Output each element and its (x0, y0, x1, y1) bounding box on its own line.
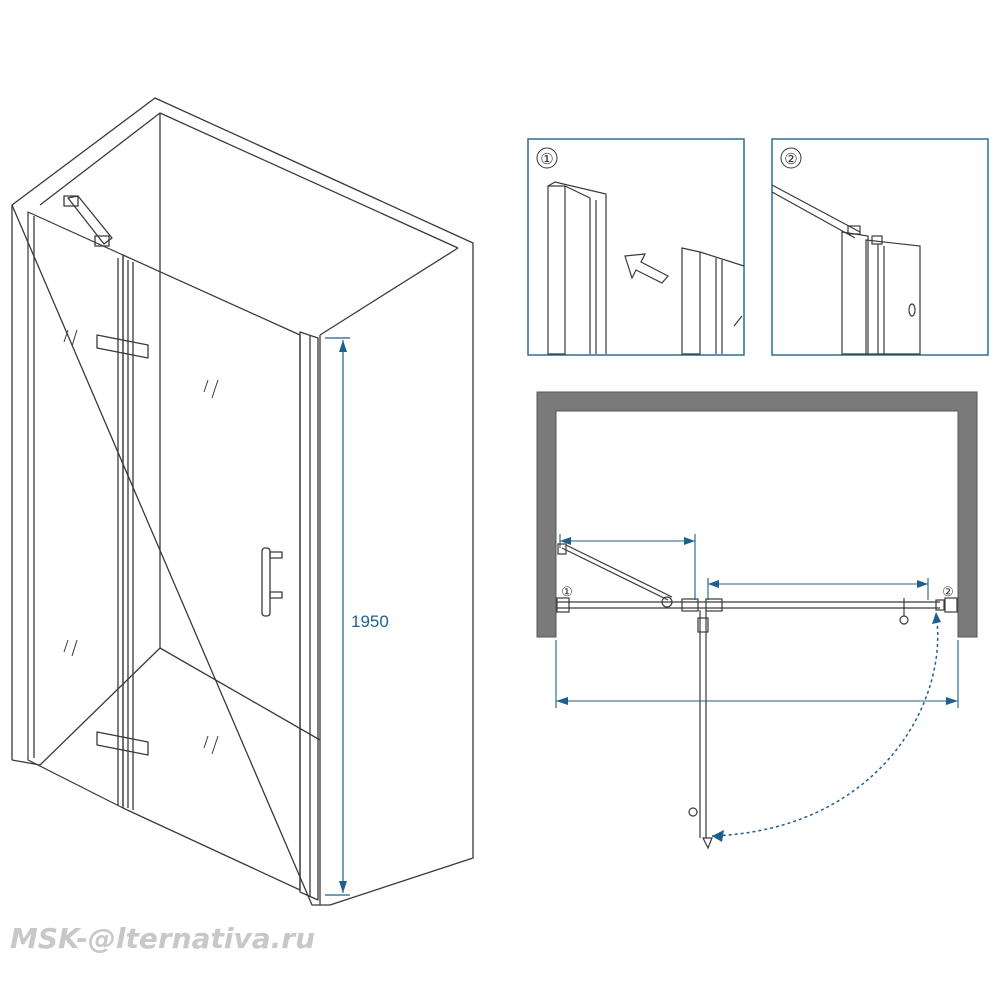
plan-handle (899, 615, 909, 625)
hinge-bottom (96, 731, 149, 756)
detail1-wall-profile (547, 185, 566, 355)
detail-1-number: ① (540, 151, 553, 168)
inner-right-edge (319, 247, 459, 336)
arrow-icon (624, 253, 669, 284)
stabilizer-wall-mount (63, 195, 79, 207)
detail-panel-2 (771, 138, 989, 356)
inner-ceiling-edge (159, 112, 459, 249)
glass-reflection-marks (63, 329, 219, 755)
fixed-glass-panel (27, 211, 124, 809)
back-wall-outline (11, 97, 474, 906)
stabilizer-bar (67, 195, 113, 245)
plan-walls (536, 391, 978, 638)
watermark-logo: MSK-@lternativa.ru (10, 922, 315, 955)
plan-view (536, 391, 978, 850)
hinged-glass-door (122, 254, 301, 891)
plan-swing-arc (711, 613, 939, 837)
plan-wall-profile-right (944, 597, 958, 613)
floor-left-edge (39, 647, 161, 766)
plan-hinge (681, 598, 699, 612)
stabilizer-glass-clamp (94, 235, 110, 247)
height-dimension (325, 337, 350, 896)
plan-stabilizer (561, 547, 669, 601)
wall-profile-right (299, 331, 319, 901)
door-handle (261, 547, 271, 617)
detail-panel-1 (527, 138, 745, 356)
plan-dimension-total (555, 640, 959, 708)
inner-wall-edge (39, 112, 161, 648)
plan-dimension-stabilizer (559, 534, 696, 600)
plan-wall-profile-left (556, 597, 570, 613)
hinge-top (96, 334, 149, 359)
detail-2-number: ② (784, 151, 797, 168)
plan-marker-1: ① (561, 584, 573, 599)
handle-bracket-top (269, 551, 283, 559)
plan-dimension-door (707, 578, 929, 600)
floor-back-edge (159, 647, 321, 741)
plan-marker-2: ② (942, 584, 954, 599)
enclosure-3d-view (11, 97, 474, 906)
detail1-profile-top (547, 181, 607, 354)
detail1-glass-profile (681, 247, 701, 355)
detail2-wall-profile (865, 239, 921, 355)
handle-bracket-bottom (269, 591, 283, 599)
height-dimension-label: 1950 (351, 612, 389, 631)
